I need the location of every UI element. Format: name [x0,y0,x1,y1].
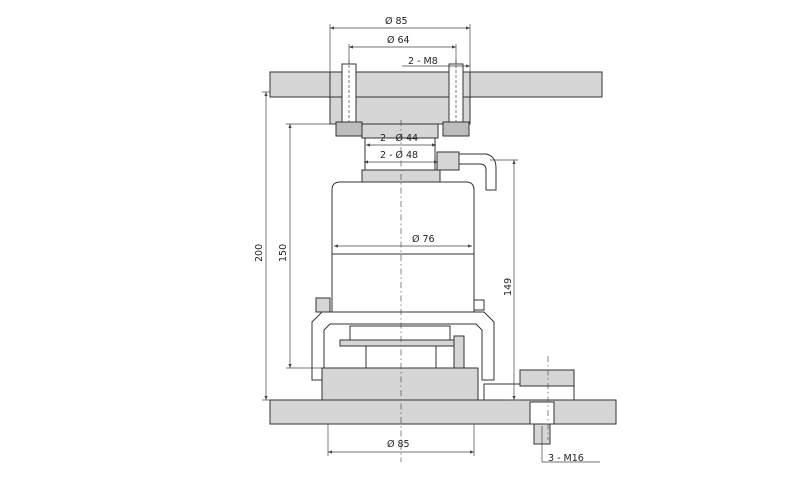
dim-bolt-circle: Ø 64 [348,35,457,64]
dim-right-height: 149 [490,159,518,401]
top-bolt-left [335,60,363,137]
dim-body-height: 150 [278,123,336,369]
dim-body-height-label: 150 [278,244,289,262]
dim-top-thread-label: 2 - M8 [408,56,438,67]
dim-top-flange: Ø 85 [329,16,471,72]
top-bolt-right [442,60,470,137]
load-cell-body [315,181,485,319]
dim-base-label: Ø 85 [387,439,410,450]
dim-spigot-44: 2 - Ø 44 [366,133,436,147]
dim-body-label: Ø 76 [412,234,435,245]
dim-bolt-circle-label: Ø 64 [387,35,410,46]
dim-top-flange-label: Ø 85 [385,16,408,27]
base-bracket [311,311,495,381]
dim-spigot-44-label: 2 - Ø 44 [380,133,418,144]
dim-base: Ø 85 [327,424,475,456]
dim-spigot-48: 2 - Ø 48 [364,150,438,164]
dim-spigot-48-label: 2 - Ø 48 [380,150,418,161]
cable-gland [436,151,497,191]
dim-total-height: 200 [254,91,270,401]
base-plate [269,367,617,445]
top-mounting-plate [269,71,603,125]
dim-total-height-label: 200 [254,244,265,262]
dim-top-thread: 2 - M8 [402,56,470,68]
dim-body: Ø 76 [334,234,472,248]
dim-right-height-label: 149 [503,278,514,296]
dim-base-thread: 3 - M16 [541,426,600,464]
dim-base-thread-label: 3 - M16 [548,453,584,464]
